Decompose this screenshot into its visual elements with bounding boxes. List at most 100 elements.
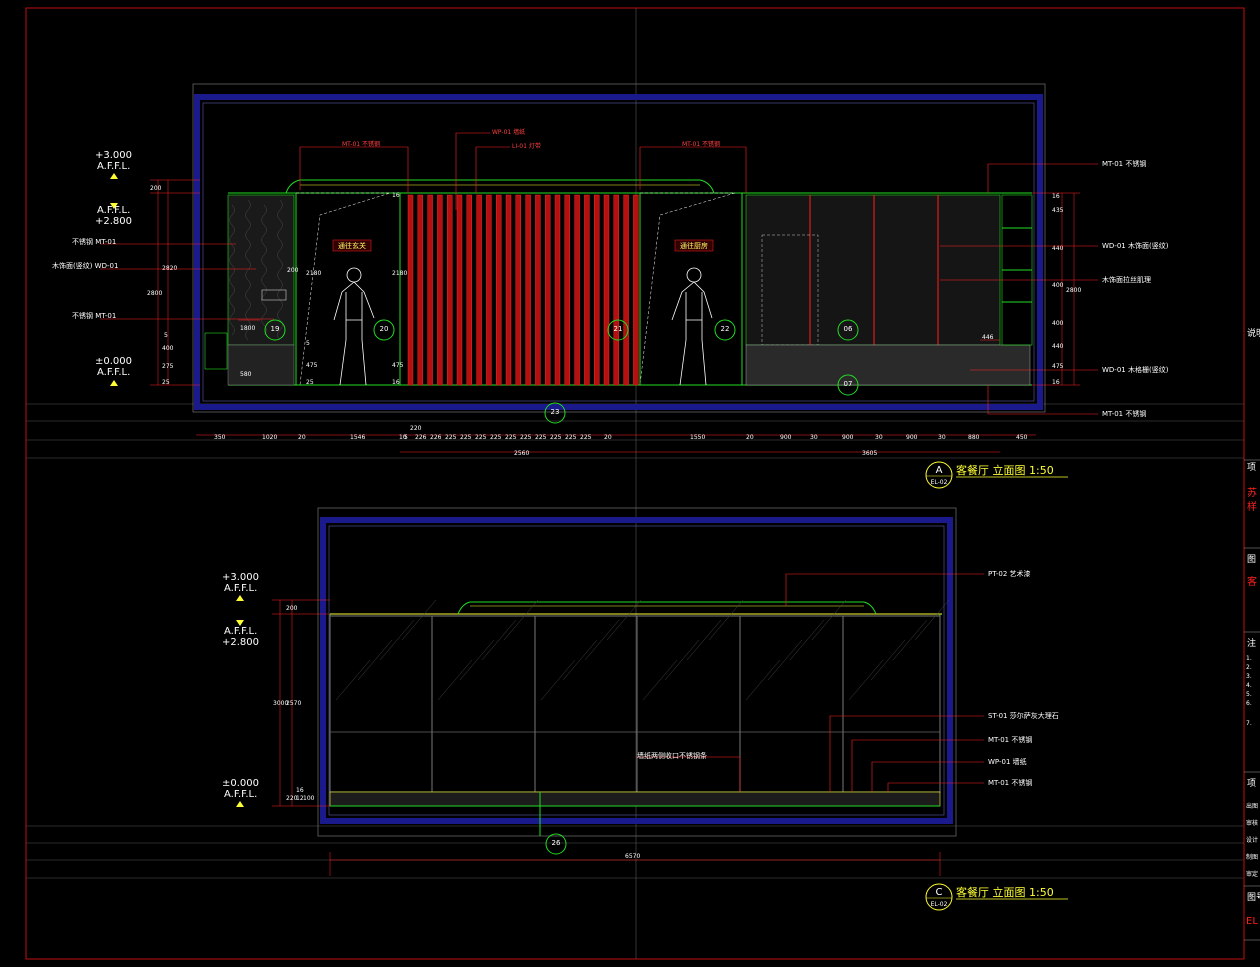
title-text: 客餐厅 立面图 1:50 bbox=[956, 463, 1054, 477]
dim-text: 16 bbox=[392, 192, 400, 199]
red-slat bbox=[476, 194, 482, 386]
dim-text: 200 bbox=[150, 185, 162, 192]
callout-label: WP-01 墙纸 bbox=[988, 757, 1027, 766]
red-slat bbox=[525, 194, 531, 386]
dim-text: 6570 bbox=[625, 853, 640, 860]
index-tag: 21 bbox=[607, 319, 629, 341]
elevation-c: 26 +3.000 A.F.F.L. A.F.F.L. +2.800 ±0.00… bbox=[222, 507, 1068, 911]
title-block-note: 4. bbox=[1246, 682, 1252, 689]
dim-text: 225 bbox=[475, 434, 487, 441]
dim-text: 475 bbox=[392, 362, 404, 369]
dim-text: 400 bbox=[1052, 320, 1064, 327]
index-tag: 20 bbox=[373, 319, 395, 341]
left-callouts-a bbox=[100, 243, 274, 320]
dim-text: 225 bbox=[520, 434, 532, 441]
title-block-red: 苏 bbox=[1247, 486, 1257, 499]
dim-text: 2800 bbox=[1066, 287, 1081, 294]
dim-text: 225 bbox=[490, 434, 502, 441]
dim-text: 200 bbox=[286, 605, 298, 612]
title-block-label: 项 bbox=[1247, 462, 1256, 473]
dim-text: 2820 bbox=[162, 265, 177, 272]
level-text: A.F.F.L. bbox=[97, 205, 130, 216]
dim-text: 220 bbox=[410, 425, 422, 432]
dim-text: 16 bbox=[392, 379, 400, 386]
dim-text: 2180 bbox=[392, 270, 407, 277]
glass-panels bbox=[329, 599, 950, 793]
dim-text: 5 bbox=[164, 332, 168, 339]
dim-text: 440 bbox=[1052, 343, 1064, 350]
dim-text: 225 bbox=[535, 434, 547, 441]
dim-text: 12 bbox=[296, 795, 304, 802]
title-block-label: 注 bbox=[1247, 637, 1256, 649]
bottom-dimension-c bbox=[329, 852, 941, 876]
glass-panel bbox=[431, 599, 539, 793]
glass-panel bbox=[636, 599, 744, 793]
right-dim-texts-a: 16 435 440 400 400 440 475 16 2800 446 bbox=[982, 193, 1081, 386]
dim-text: 25 bbox=[306, 379, 314, 386]
level-text: A.F.F.L. bbox=[224, 626, 257, 637]
dim-text: 475 bbox=[1052, 363, 1064, 370]
dim-text: 226 bbox=[415, 434, 427, 441]
right-callouts-a bbox=[940, 163, 1098, 415]
dim-text: 200 bbox=[287, 267, 299, 274]
dim-text: 225 bbox=[580, 434, 592, 441]
index-tag: 07 bbox=[837, 374, 859, 396]
dim-text: 2800 bbox=[147, 290, 162, 297]
red-slat bbox=[623, 194, 629, 386]
dim-text: 1546 bbox=[350, 434, 365, 441]
index-tag-number: 07 bbox=[844, 380, 853, 388]
index-tag-number: 23 bbox=[551, 408, 560, 416]
index-tag: 26 bbox=[539, 792, 567, 855]
sheet-frame bbox=[25, 7, 1245, 960]
center-note: 墙纸两侧收口不锈钢条 bbox=[637, 751, 707, 760]
dim-text: 3000 bbox=[273, 700, 288, 707]
dim-text: 225 bbox=[460, 434, 472, 441]
red-slat bbox=[515, 194, 521, 386]
dim-text: 225 bbox=[565, 434, 577, 441]
callout-label: 木饰面拉丝肌理 bbox=[1102, 275, 1151, 284]
left-dimensions-c bbox=[272, 599, 330, 807]
top-callout-code: LI-01 灯带 bbox=[512, 142, 541, 150]
level-markers-c: +3.000 A.F.F.L. A.F.F.L. +2.800 ±0.000 A… bbox=[222, 572, 259, 807]
title-block-note: 3. bbox=[1246, 673, 1252, 680]
dim-text: 900 bbox=[906, 434, 918, 441]
red-slat bbox=[427, 194, 433, 386]
dim-text: 880 bbox=[968, 434, 980, 441]
dim-text: 10 bbox=[399, 434, 407, 441]
title-block-red: EL bbox=[1246, 916, 1258, 927]
index-tag-number: 20 bbox=[380, 325, 389, 333]
level-text: +3.000 bbox=[222, 572, 259, 583]
right-wood-panels bbox=[745, 194, 1033, 386]
level-text: A.F.F.L. bbox=[97, 367, 130, 378]
callout-label: PT-02 艺术漆 bbox=[988, 569, 1031, 578]
title-block-note: 2. bbox=[1246, 664, 1252, 671]
title-sheet: EL-02 bbox=[931, 479, 948, 486]
human-figure-right bbox=[671, 267, 713, 386]
title-block-red: 客 bbox=[1247, 575, 1257, 588]
red-slat bbox=[505, 194, 512, 386]
index-tag: 19 bbox=[264, 319, 286, 341]
dim-text: 440 bbox=[1052, 245, 1064, 252]
level-text: A.F.F.L. bbox=[224, 583, 257, 594]
dim-text: 1020 bbox=[262, 434, 277, 441]
dim-text: 225 bbox=[550, 434, 562, 441]
title-block-red: 样 bbox=[1247, 500, 1257, 513]
room-label: 通往玄关 bbox=[338, 241, 366, 250]
dim-text: 20 bbox=[746, 434, 754, 441]
dim-text: 1800 bbox=[240, 325, 255, 332]
level-text: ±0.000 bbox=[222, 778, 259, 789]
index-tag: 22 bbox=[714, 319, 736, 341]
red-slat bbox=[554, 194, 561, 386]
dim-text: 435 bbox=[1052, 207, 1064, 214]
callout-label: WD-01 木格栅(竖纹) bbox=[1102, 365, 1169, 374]
red-slat bbox=[633, 194, 639, 386]
bottom-dimensions-a bbox=[196, 434, 1036, 453]
index-tag-number: 06 bbox=[844, 325, 853, 333]
level-text: A.F.F.L. bbox=[224, 789, 257, 800]
top-callouts-a bbox=[299, 132, 747, 210]
dim-text: 350 bbox=[214, 434, 226, 441]
dim-text: 20 bbox=[298, 434, 306, 441]
dim-text: 16 bbox=[296, 787, 304, 794]
dim-text: 475 bbox=[306, 362, 318, 369]
red-slat bbox=[535, 194, 541, 386]
